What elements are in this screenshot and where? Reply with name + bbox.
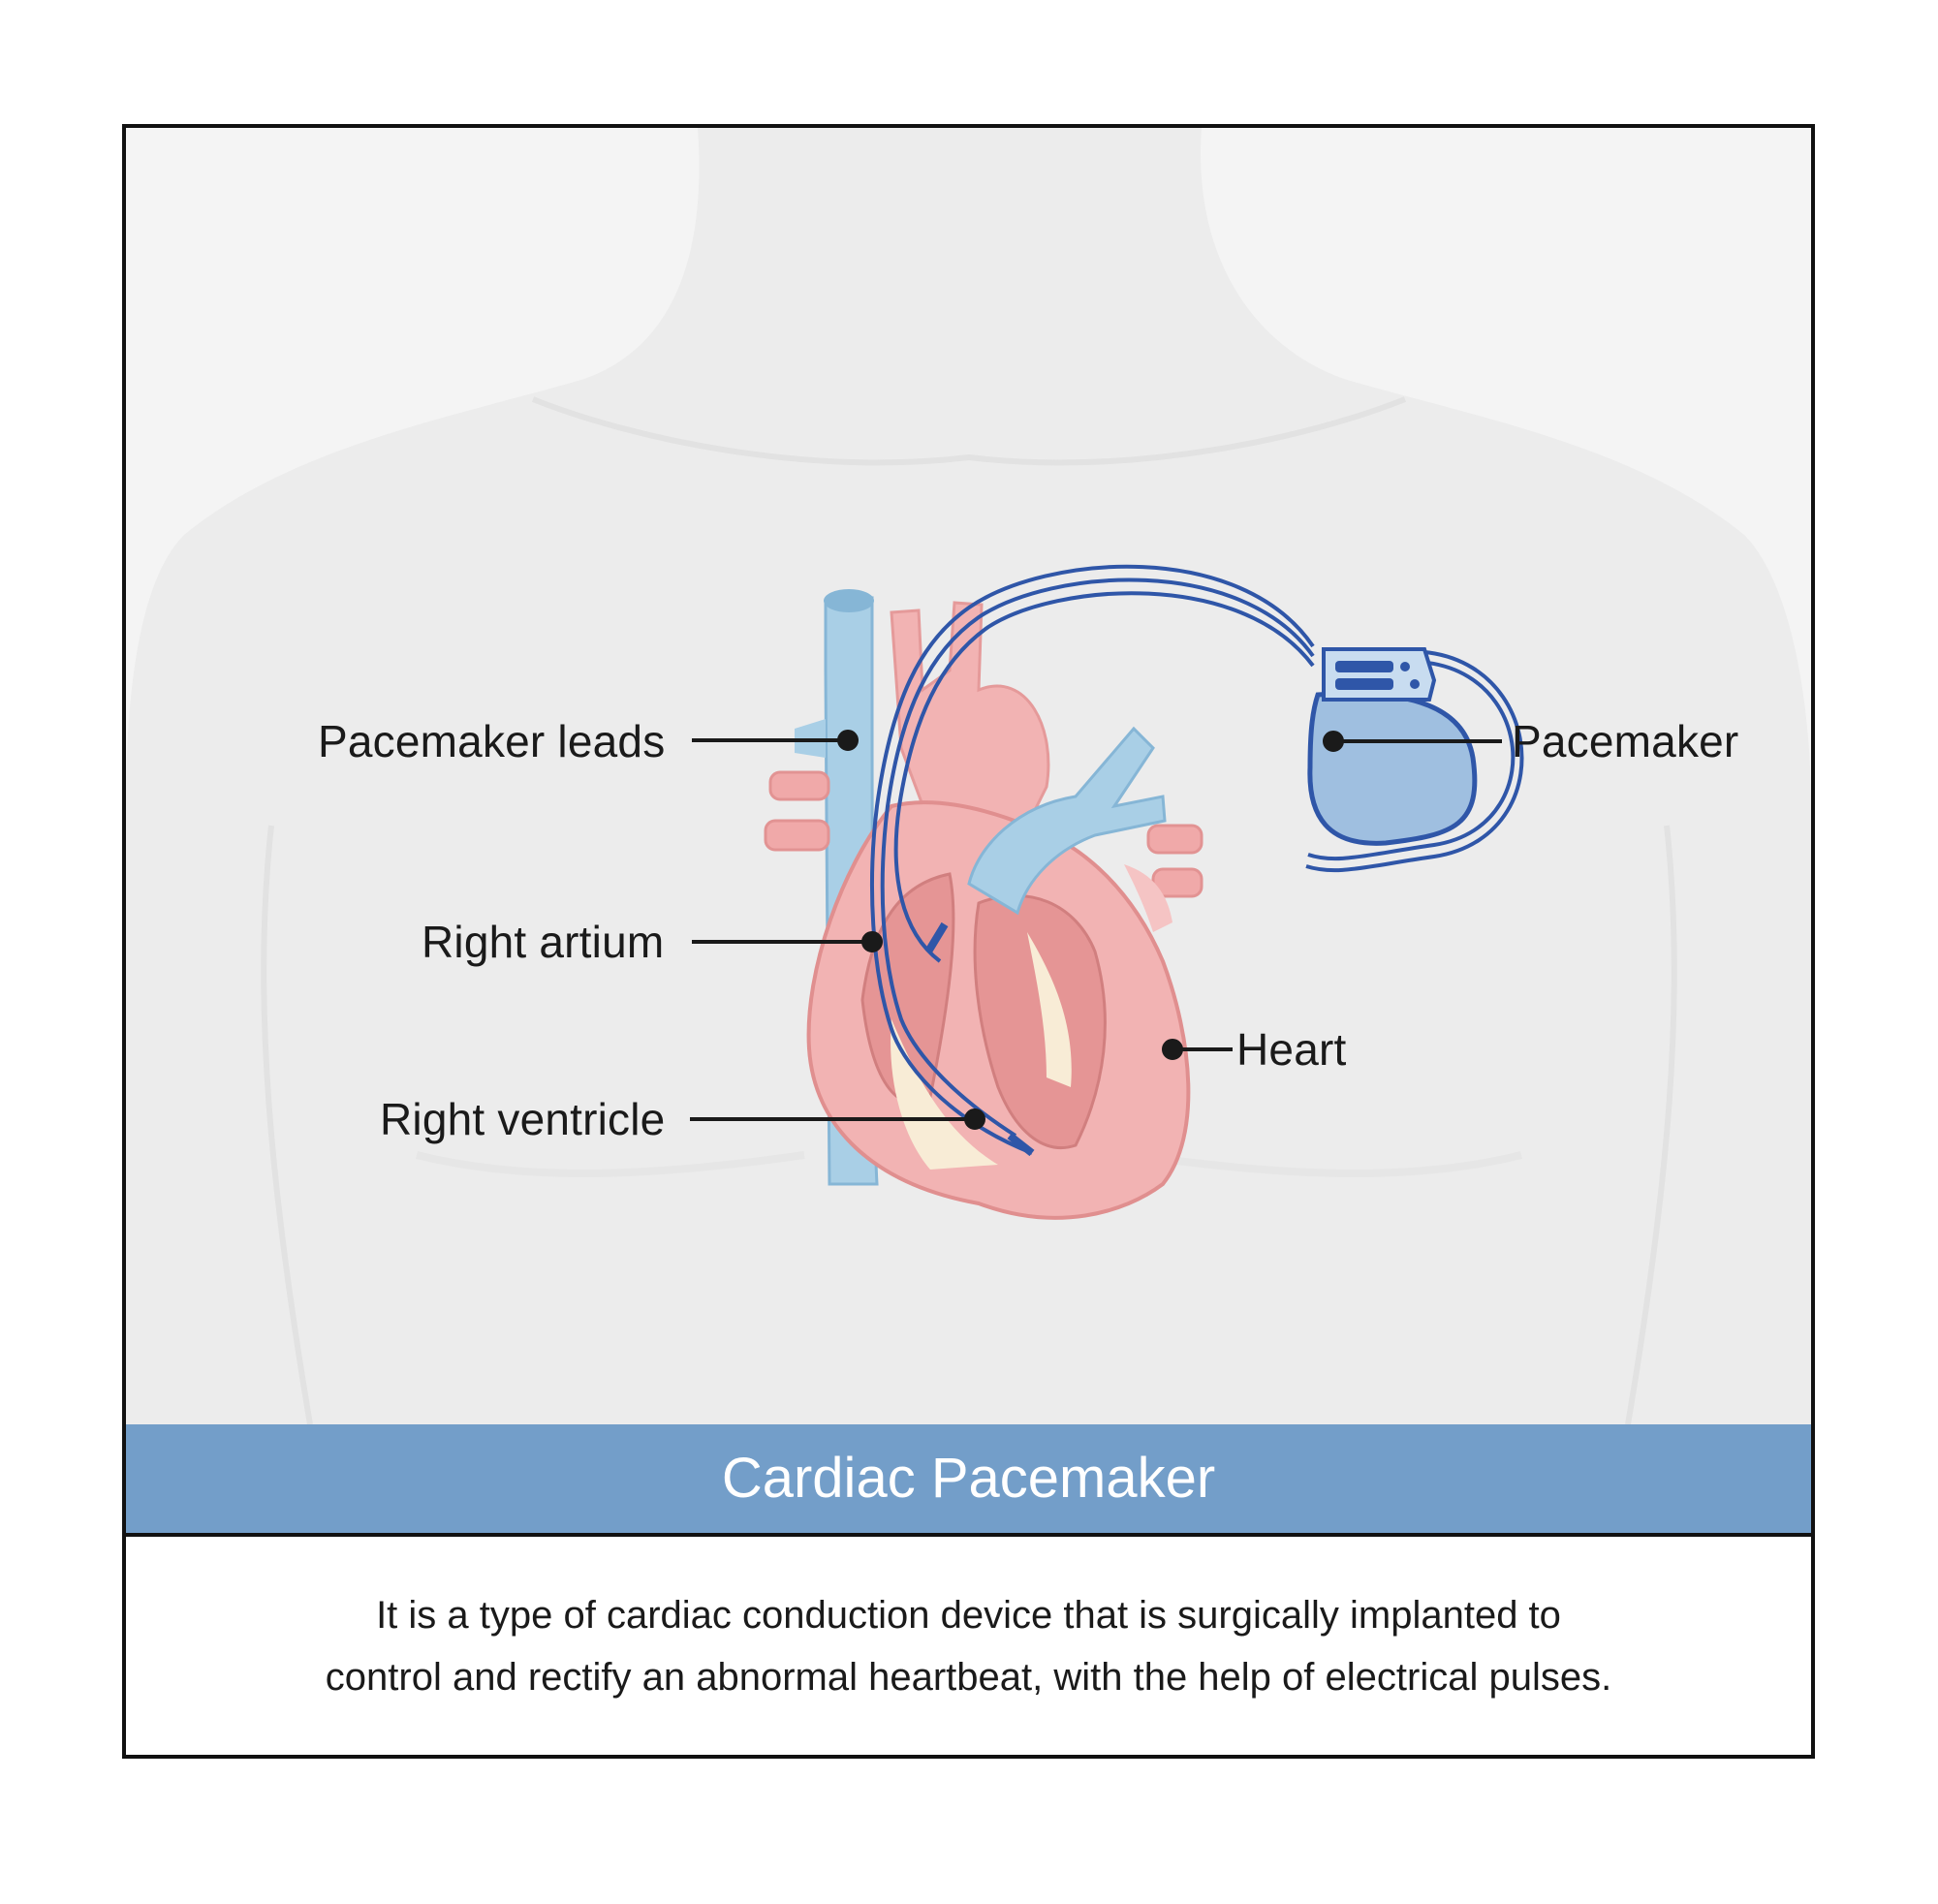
label-right-atrium: Right artium — [422, 917, 665, 967]
pacemaker-device — [1307, 647, 1478, 846]
description-line-1: It is a type of cardiac conduction devic… — [376, 1593, 1561, 1637]
label-pacemaker: Pacemaker — [1512, 716, 1739, 766]
diagram-title: Cardiac Pacemaker — [721, 1447, 1216, 1510]
label-right-ventricle: Right ventricle — [380, 1094, 666, 1144]
description-panel: It is a type of cardiac conduction devic… — [126, 1537, 1811, 1755]
pacemaker-dot — [1323, 731, 1344, 752]
description-line-2: control and rectify an abnormal heartbea… — [325, 1655, 1612, 1699]
heart-dot — [1162, 1039, 1183, 1060]
right-ventricle-dot — [964, 1108, 985, 1130]
aorta — [890, 601, 1050, 847]
right-atrium-dot — [861, 931, 883, 952]
diagram-frame: Pacemaker leads Pacemaker Right artium R… — [122, 124, 1815, 1759]
pacemaker-leads — [870, 564, 1524, 1157]
chest-illustration — [126, 128, 1811, 1424]
leader-lines — [690, 730, 1502, 1130]
description-text: It is a type of cardiac conduction devic… — [326, 1584, 1611, 1708]
pacemaker-leads-dot — [837, 730, 859, 751]
label-heart: Heart — [1236, 1024, 1347, 1075]
title-bar: Cardiac Pacemaker — [126, 1424, 1811, 1537]
pulmonary-veins — [764, 770, 1203, 898]
pulmonary-artery — [967, 726, 1167, 916]
label-pacemaker-leads: Pacemaker leads — [318, 716, 666, 766]
